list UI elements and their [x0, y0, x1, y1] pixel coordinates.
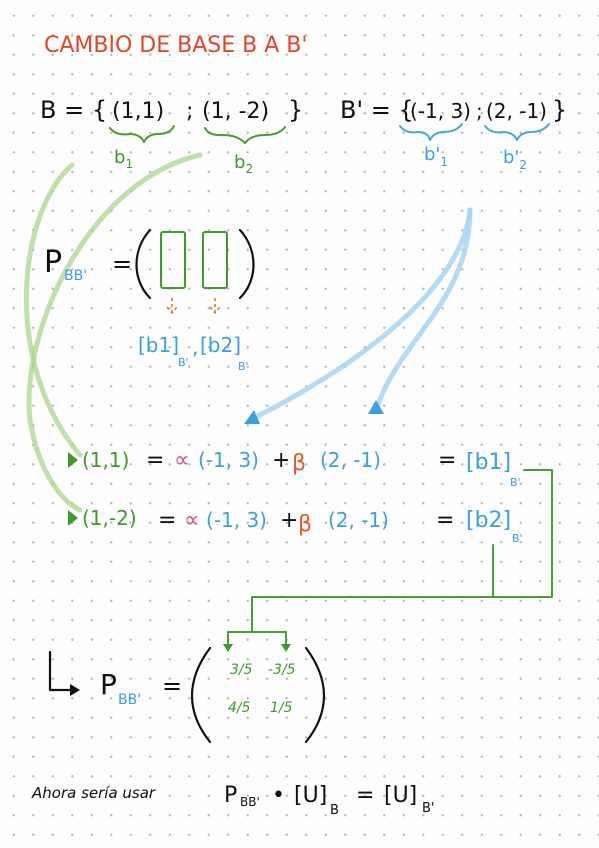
basis-bprime-label: B' = { — [340, 96, 414, 124]
equation-2: (1,-2) = ∝ (-1, 3) + β (2, -1) = [b2] B' — [68, 506, 523, 545]
matrix-def-subscript: BB' — [64, 268, 87, 284]
matrix-def-column-separator: , — [192, 335, 198, 359]
result-matrix: P BB' = 3/5 -3/5 4/5 1/5 — [48, 646, 325, 744]
label-b1: b1 — [114, 147, 133, 171]
footer-text: Ahora sería usar — [31, 784, 156, 802]
equation-2-vector-1: (-1, 3) — [206, 508, 267, 532]
equation-1-vector-2: (2, -1) — [320, 448, 381, 472]
basis-bprime-vector-1: (-1, 3) — [410, 99, 471, 123]
footer-subscript: BB' — [240, 795, 260, 809]
equation-2-rhs-equals: = — [436, 508, 454, 533]
basis-b-vector-2: (1, -2) — [202, 99, 269, 124]
underbrace-bprime2 — [484, 123, 550, 141]
matrix-definition: P BB' = [b1] B' , [b2] B' — [44, 228, 255, 373]
underbrace-bprime1 — [399, 123, 463, 141]
result-m21: 4/5 — [228, 700, 251, 716]
result-left-paren — [191, 646, 212, 744]
equation-1-rhs: [b1] — [466, 450, 511, 475]
down-arrow-column-1 — [166, 298, 178, 315]
equation-2-vector-2: (2, -1) — [328, 508, 389, 532]
equation-1-vector-1: (-1, 3) — [198, 448, 259, 472]
result-subscript: BB' — [118, 692, 141, 708]
matrix-def-column-1-sub: B' — [178, 356, 189, 369]
connector-from-b1 — [251, 469, 553, 633]
footer-dot: • — [272, 783, 285, 808]
matrix-def-symbol: P — [44, 245, 62, 280]
basis-b-close: } — [288, 96, 303, 124]
footer-u1-sub: B — [330, 803, 339, 818]
basis-bprime-vector-2: (2, -1) — [486, 99, 547, 123]
label-bprime1: b'1 — [424, 144, 448, 169]
blue-arrowhead-1 — [244, 410, 260, 424]
result-right-paren — [304, 646, 325, 744]
matrix-def-equals: = — [112, 250, 132, 278]
equation-2-beta: β — [298, 512, 312, 537]
basis-bprime-close: } — [552, 96, 567, 124]
equation-1-rhs-equals: = — [438, 448, 456, 473]
footer-u2-sub: B' — [422, 801, 435, 816]
blue-arrowhead-2 — [368, 400, 384, 414]
page-title: CAMBIO DE BASE B A B' — [44, 33, 307, 58]
equation-2-equals: = — [158, 508, 176, 533]
matrix-def-column-2-box — [202, 231, 228, 289]
matrix-def-column-1-box — [160, 231, 186, 289]
equation-1-arrowhead — [68, 452, 78, 468]
footer-symbol: P — [224, 783, 237, 808]
matrix-def-left-paren — [135, 228, 152, 300]
footer-u1: [U] — [294, 783, 327, 808]
connector-arrowhead-1 — [223, 644, 233, 652]
footer-equals: = — [356, 783, 374, 808]
basis-bprime-separator: ; — [476, 99, 483, 123]
green-curve-arrow-2 — [26, 152, 203, 513]
basis-b-vector-1: (1,1) — [112, 99, 164, 124]
result-symbol: P — [100, 668, 117, 701]
basis-b: B = { (1,1) ; (1, -2) } — [40, 96, 303, 124]
equation-1-equals: = — [146, 448, 164, 473]
footer-formula: Ahora sería usar P BB' • [U] B = [U] B' — [31, 783, 435, 818]
matrix-def-column-1-label: [b1] — [138, 333, 179, 357]
equation-1-lhs: (1,1) — [82, 448, 129, 472]
equation-1-plus: + — [272, 448, 290, 473]
equation-2-arrowhead — [68, 510, 78, 526]
connector-drops — [227, 631, 287, 647]
blue-curve-arrow-2 — [375, 207, 473, 408]
equation-1-beta: β — [292, 451, 306, 476]
down-arrow-column-2 — [209, 298, 221, 315]
result-equals: = — [162, 672, 182, 700]
result-m12: -3/5 — [268, 662, 296, 678]
matrix-def-column-2-label: [b2] — [200, 333, 241, 357]
footer-u2: [U] — [384, 783, 417, 808]
label-b2: b2 — [234, 152, 253, 176]
result-m22: 1/5 — [270, 700, 293, 716]
basis-b-label: B = { — [40, 96, 107, 124]
equation-2-lhs: (1,-2) — [82, 506, 137, 530]
equation-2-alpha: ∝ — [184, 508, 200, 533]
underbrace-b1 — [109, 125, 175, 143]
equation-1-alpha: ∝ — [174, 448, 190, 473]
equation-1: (1,1) = ∝ (-1, 3) + β (2, -1) = [b1] B' — [68, 448, 521, 489]
underbrace-b2 — [204, 126, 286, 144]
equation-1-rhs-sub: B' — [510, 476, 521, 489]
result-m11: 3/5 — [230, 662, 253, 678]
matrix-def-column-2-sub: B' — [238, 360, 249, 373]
basis-b-separator: ; — [186, 99, 193, 124]
blue-curve-arrow-1 — [247, 207, 473, 423]
connector-arrowhead-2 — [281, 644, 291, 652]
basis-bprime: B' = { (-1, 3) ; (2, -1) } — [340, 96, 567, 124]
label-bprime2: b'2 — [503, 147, 527, 172]
equation-2-plus: + — [280, 508, 298, 533]
green-curve-arrow-1 — [23, 162, 83, 458]
equation-2-rhs: [b2] — [466, 508, 511, 533]
matrix-def-right-paren — [238, 228, 255, 300]
equation-2-rhs-sub: B' — [512, 532, 523, 545]
result-corner-arrow — [48, 650, 74, 692]
result-corner-arrowhead — [70, 684, 80, 696]
